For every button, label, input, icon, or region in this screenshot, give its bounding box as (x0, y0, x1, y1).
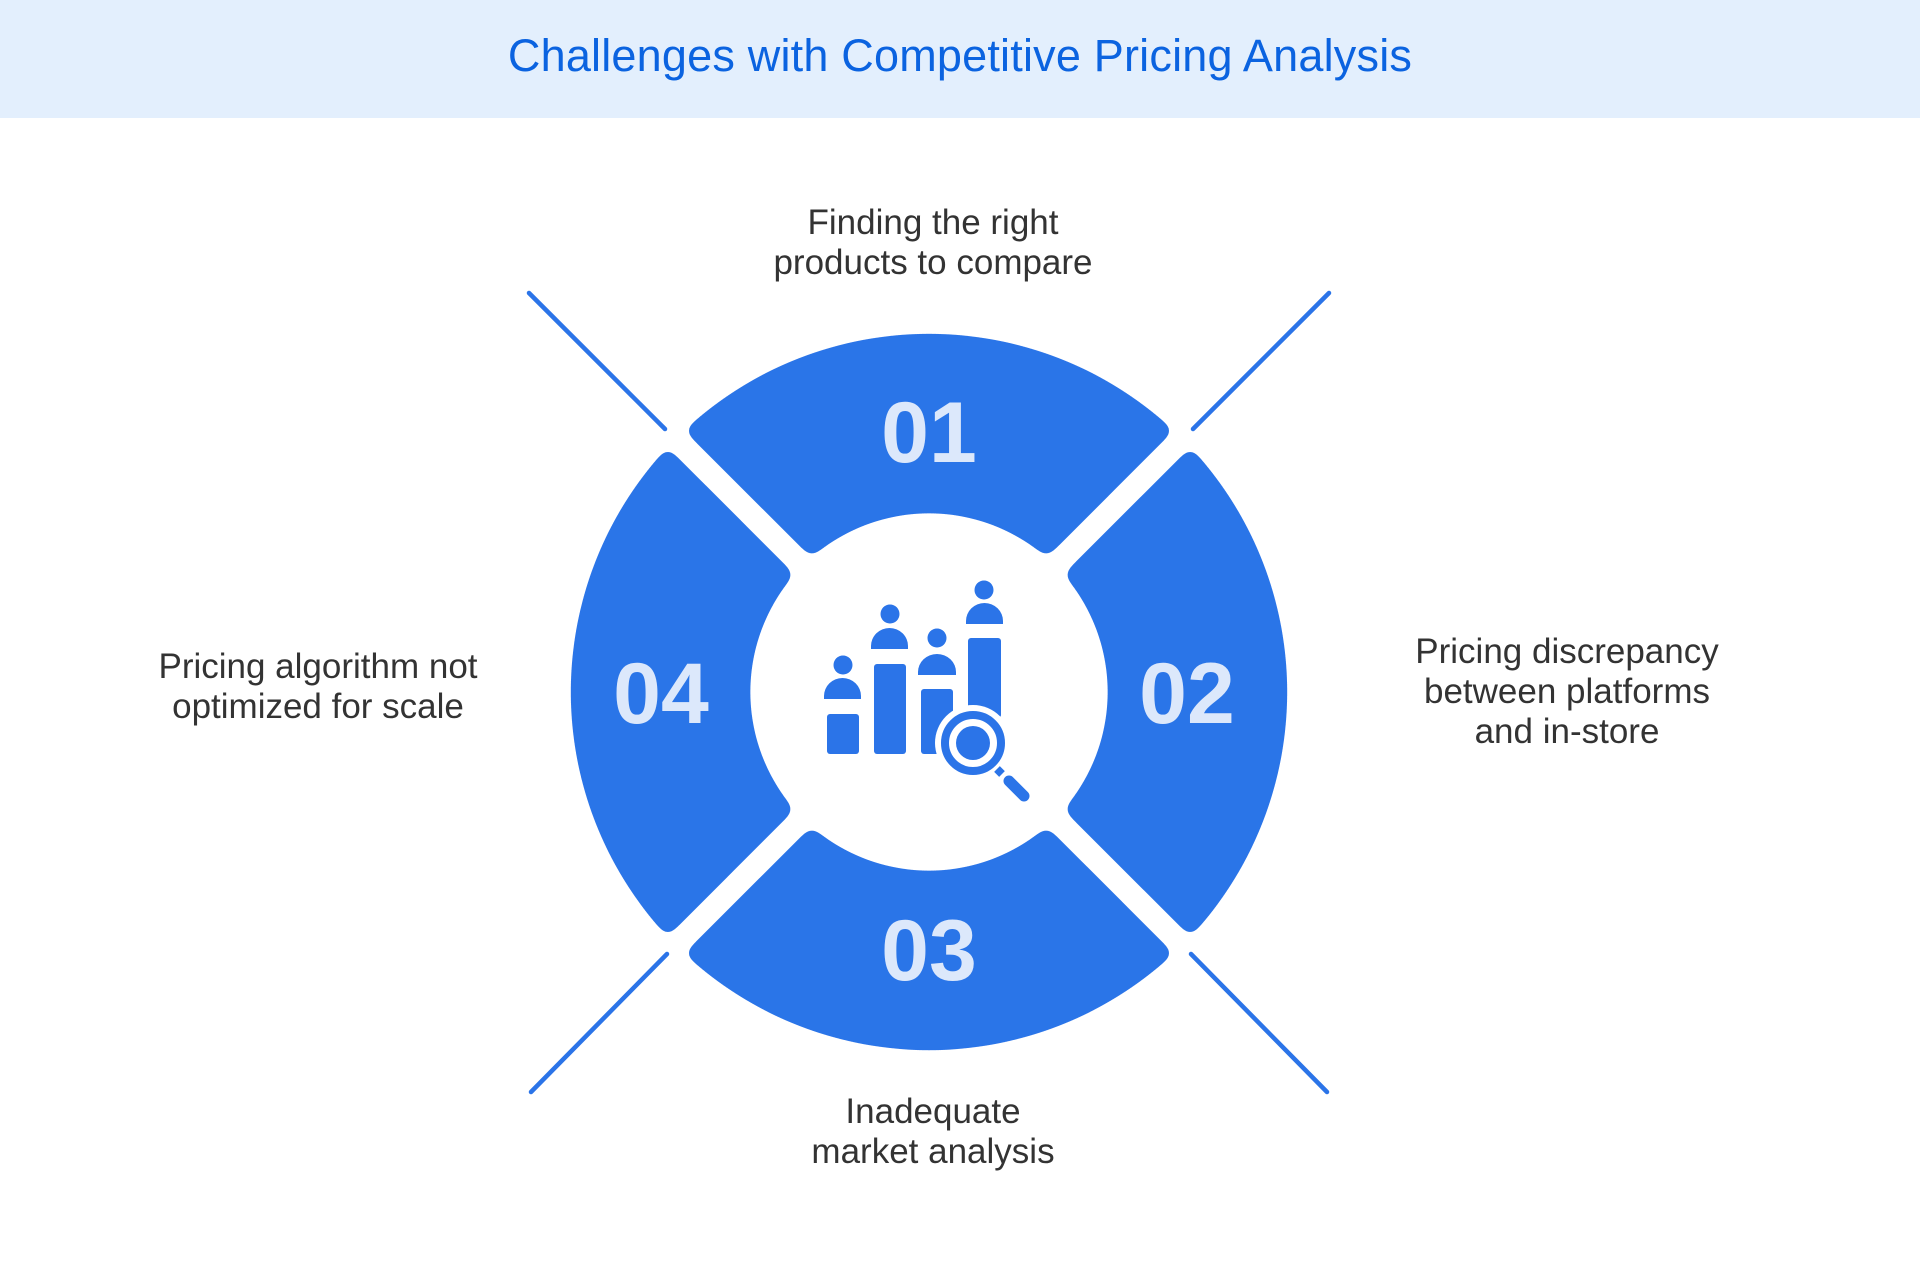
segment-number-04: 04 (613, 646, 709, 742)
segment-number-03: 03 (881, 903, 977, 999)
connector-line-top-left (526, 290, 668, 432)
connector-line-bottom-left (528, 951, 670, 1095)
label-left: Pricing algorithm not optimized for scal… (158, 647, 478, 726)
ring-segments (570, 334, 1287, 1050)
segment-number-01: 01 (881, 385, 977, 481)
title-banner: Challenges with Competitive Pricing Anal… (0, 0, 1920, 118)
label-right: Pricing discrepancy between platforms an… (1415, 632, 1719, 751)
connector-lines (526, 290, 1332, 1095)
page-title: Challenges with Competitive Pricing Anal… (507, 30, 1413, 81)
label-top: Finding the right products to compare (773, 203, 1093, 282)
connector-line-bottom-right (1188, 951, 1330, 1095)
segment-number-02: 02 (1139, 646, 1235, 742)
bar-chart-people-magnifier-icon (824, 580, 1030, 802)
label-bottom: Inadequate market analysis (811, 1092, 1055, 1171)
connector-line-top-right (1190, 290, 1332, 432)
